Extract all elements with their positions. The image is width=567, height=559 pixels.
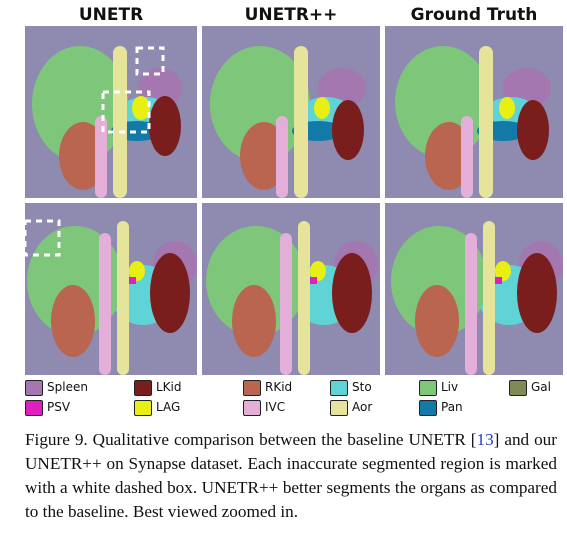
panel-unetrpp-row1 [202,26,380,198]
caption-text: ] and our UNETR++ on Synapse dataset. Ea… [25,430,557,521]
panel-ground-truth-row1 [385,26,563,198]
figure-caption: Figure 9. Qualitative comparison between… [25,428,557,524]
legend-label: RKid [265,380,293,394]
legend-swatch [134,380,152,396]
legend-label: LKid [156,380,182,394]
legend-label: IVC [265,400,286,414]
legend-swatch [509,380,527,396]
legend-swatch [25,400,43,416]
legend-swatch [330,400,348,416]
caption-text: Figure 9. Qualitative comparison between… [25,430,477,449]
citation-link[interactable]: 13 [476,430,494,449]
column-header-unetrpp: UNETR++ [244,5,338,25]
organ-legend: Spleen LKid RKid Sto Liv Gal PSV LAG IVC… [25,376,565,416]
column-header-unetr: UNETR [78,5,144,25]
legend-label: Sto [352,380,372,394]
legend-swatch [419,380,437,396]
segmentation-render [25,219,197,375]
panel-unetr-row1 [25,26,197,198]
legend-swatch [243,400,261,416]
panel-unetr-row2 [25,203,197,375]
segmentation-render [32,46,182,198]
segmentation-render [206,221,378,375]
column-header-ground-truth: Ground Truth [410,5,538,25]
legend-label: Spleen [47,380,88,394]
legend-label: Pan [441,400,463,414]
panel-ground-truth-row2 [385,203,563,375]
legend-swatch [243,380,261,396]
legend-label: Aor [352,400,373,414]
legend-swatch [25,380,43,396]
segmentation-render [391,221,563,375]
legend-label: Liv [441,380,459,394]
segmentation-render [210,46,366,198]
panel-unetrpp-row2 [202,203,380,375]
legend-swatch [419,400,437,416]
legend-label: LAG [156,400,181,414]
legend-swatch [330,380,348,396]
legend-label: Gal [531,380,551,394]
legend-swatch [134,400,152,416]
segmentation-render [395,46,551,198]
legend-label: PSV [47,400,71,414]
